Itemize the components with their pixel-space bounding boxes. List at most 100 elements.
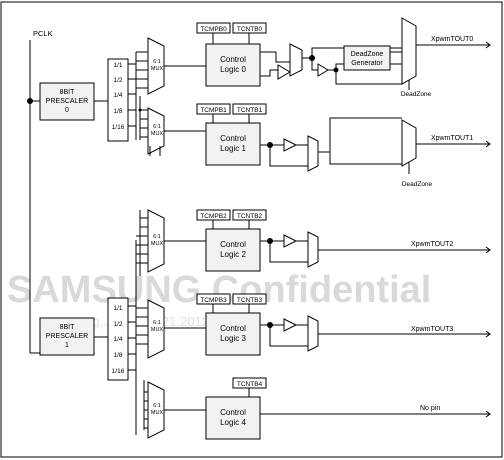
- mux-4-label-2: MUX: [151, 410, 164, 416]
- divider-0: [107, 58, 129, 142]
- inverter: [277, 64, 291, 80]
- prescaler-1: [39, 317, 95, 356]
- mux-2-label-1: 6:1: [153, 234, 161, 240]
- output-label-1: XpwmTOUT1: [431, 135, 473, 142]
- control-logic-3-line2: Logic 3: [220, 334, 246, 343]
- control-logic-3: [205, 312, 261, 356]
- control-logic-4: [205, 396, 261, 440]
- deadzone-label-0: DeadZone: [401, 91, 432, 98]
- deadzone-label-1: DeadZone: [402, 181, 433, 188]
- control-logic-0: [205, 43, 261, 87]
- inverter: [283, 234, 298, 248]
- junction-dot: [138, 108, 142, 112]
- divider-1-ratio-2: 1/2: [113, 321, 122, 328]
- divider-0-ratio-8: 1/8: [113, 108, 122, 115]
- register-tcntb0-label: TCNTB0: [237, 26, 263, 33]
- output-label-3: XpwmTOUT3: [411, 326, 453, 333]
- control-logic-2-line2: Logic 2: [220, 250, 246, 259]
- control-logic-1-line2: Logic 1: [220, 144, 246, 153]
- junction-dot: [309, 55, 315, 61]
- wire: [390, 51, 402, 65]
- mux-1: [147, 107, 165, 155]
- mux-1-label-2: MUX: [151, 131, 164, 137]
- register-tcmpb0-label: TCMPB0: [200, 26, 227, 33]
- wire: [318, 117, 402, 165]
- register-1-wires: [212, 114, 250, 123]
- divider-1-ratio-8: 1/8: [113, 352, 122, 359]
- mux-3-inputs: [136, 307, 148, 345]
- control-logic-0-line1: Control: [220, 55, 246, 64]
- control-logic-2: [205, 228, 261, 272]
- mux-1-inputs: [139, 96, 148, 140]
- inverter: [283, 138, 298, 152]
- junction-dot: [267, 142, 273, 148]
- mux-1-select: [149, 146, 161, 156]
- inverter: [317, 63, 329, 77]
- register-tcntb2-label: TCNTB2: [237, 213, 263, 220]
- divider-1-ratio-4: 1/4: [113, 336, 122, 343]
- register-3-wires: [212, 304, 250, 313]
- register-tcntb3-label: TCNTB3: [237, 297, 263, 304]
- register-tcntb1-label: TCNTB1: [237, 107, 263, 114]
- register-tcntb4-label: TCNTB4: [237, 381, 263, 388]
- divider-1-taps: [128, 305, 136, 371]
- divider-0-bus: [128, 52, 137, 140]
- mux: [307, 315, 319, 352]
- control-logic-3-line1: Control: [220, 324, 246, 333]
- control-logic-0-line2: Logic 0: [220, 65, 246, 74]
- control-logic-0-out: [260, 51, 290, 77]
- prescaler-1-line3: 1: [65, 342, 69, 349]
- deadzone-mux-0: [401, 17, 417, 85]
- mux-4: [147, 381, 165, 439]
- divider-0-ratio-4: 1/4: [113, 92, 122, 99]
- mux: [307, 135, 319, 172]
- mux-1-label-1: 6:1: [153, 124, 161, 130]
- output-label-4: No pin: [420, 405, 440, 412]
- mux-3-label-1: 6:1: [153, 320, 161, 326]
- mux-3: [147, 299, 165, 359]
- inverter: [283, 318, 298, 332]
- prescaler-0-line2: PRESCALER: [46, 98, 88, 105]
- mux-0-label-2: MUX: [151, 66, 164, 72]
- divider-0-ratio-2: 1/2: [113, 77, 122, 84]
- mux-2-label-2: MUX: [151, 241, 164, 247]
- divider-1: [107, 297, 129, 381]
- prescaler-1-line1: 8BIT: [60, 324, 76, 331]
- divider-1-ratio-16: 1/16: [112, 368, 125, 375]
- pclk-label: PCLK: [33, 29, 53, 38]
- mux: [289, 43, 303, 77]
- watermark-title: SAMSUNG Confidential: [7, 269, 431, 311]
- register-0-wires: [212, 33, 250, 44]
- divider-1-ratio-1: 1/1: [113, 305, 122, 312]
- mux-3-label-2: MUX: [151, 327, 164, 333]
- mux-0-inputs: [136, 51, 148, 89]
- prescaler-0-line1: 8BIT: [60, 89, 76, 96]
- junction-dot: [267, 322, 273, 328]
- divider-0-ratio-16: 1/16: [112, 124, 125, 131]
- mux-2-inputs: [136, 217, 148, 264]
- deadzone-generator-line2: Generator: [351, 60, 383, 67]
- prescaler-0: [39, 82, 95, 121]
- register-tcmpb1-label: TCMPB1: [200, 107, 227, 114]
- deadzone-generator: [343, 45, 391, 71]
- register-tcmpb3-label: TCMPB3: [200, 297, 227, 304]
- junction-dot: [333, 67, 339, 73]
- junction-dot: [267, 238, 273, 244]
- mux-2: [147, 209, 165, 273]
- divider-1-bus: [135, 210, 145, 435]
- control-logic-4-line2: Logic 4: [220, 418, 246, 427]
- divider-0-ratio-1: 1/1: [113, 62, 122, 69]
- junction-dot: [27, 98, 33, 104]
- control-logic-2-line1: Control: [220, 240, 246, 249]
- mux-4-inputs: [144, 391, 148, 429]
- register-tcmpb2-label: TCMPB2: [200, 213, 227, 220]
- prescaler-1-line2: PRESCALER: [46, 333, 88, 340]
- control-logic-4-line1: Control: [220, 408, 246, 417]
- control-logic-1: [205, 122, 261, 166]
- mux-0-label-1: 6:1: [153, 59, 161, 65]
- prescaler-0-line3: 0: [65, 107, 69, 114]
- output-label-0: XpwmTOUT0: [431, 36, 473, 43]
